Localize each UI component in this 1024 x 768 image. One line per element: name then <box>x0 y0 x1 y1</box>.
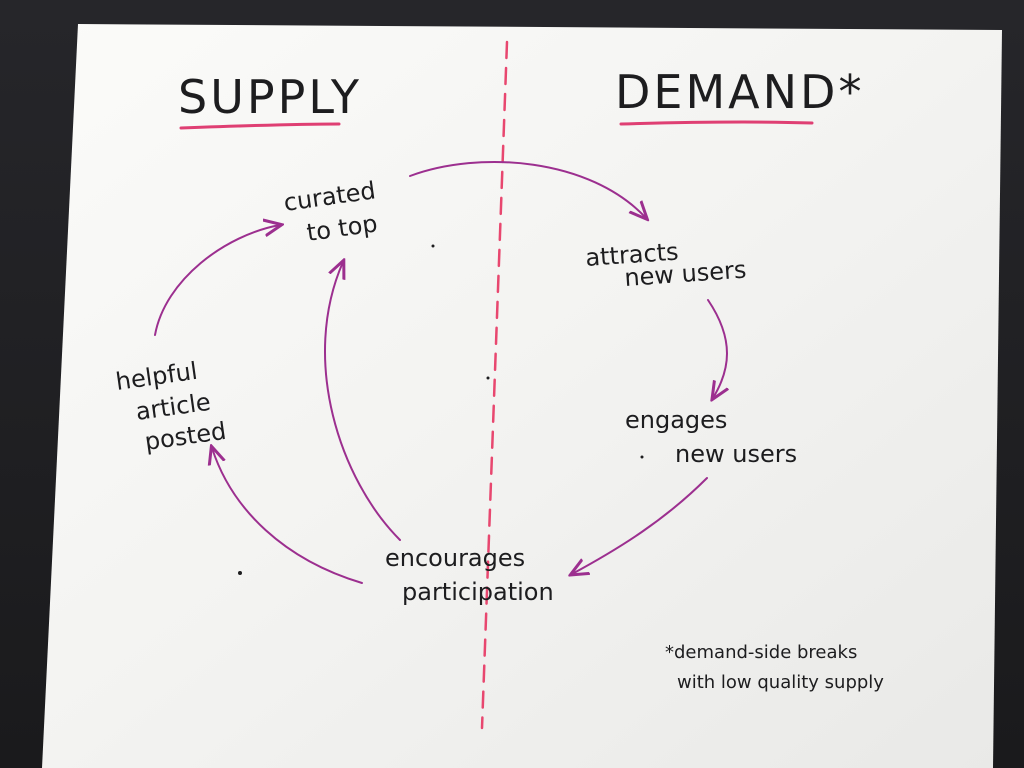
demand-underline <box>619 120 814 126</box>
pen-dot <box>238 571 242 575</box>
pen-dot <box>431 244 435 248</box>
node-helpful-article-posted: helpful article posted <box>114 357 228 456</box>
node-attracts-new-users: attracts new users <box>584 238 747 292</box>
arrow-encourages-to-helpful <box>212 448 363 584</box>
center-divider <box>480 40 509 730</box>
node-encourages-line2: participation <box>402 578 554 606</box>
node-engages-new-users: engages new users <box>625 406 797 468</box>
node-engages-line2: new users <box>675 440 797 468</box>
footnote-line1: *demand-side breaks <box>665 642 857 663</box>
pen-dot <box>486 376 490 380</box>
pen-dot <box>640 455 644 459</box>
footnote: *demand-side breaks with low quality sup… <box>665 642 884 693</box>
supply-underline <box>179 122 341 130</box>
footnote-line2: with low quality supply <box>677 672 884 693</box>
demand-heading: DEMAND* <box>615 65 864 119</box>
arrow-helpful-to-curated <box>154 225 280 336</box>
arrow-curated-to-attracts <box>409 160 646 218</box>
node-curated-to-top: curated to top <box>282 176 379 247</box>
node-attracts-line1: attracts <box>584 238 679 272</box>
arrow-engages-to-encourages <box>572 477 708 574</box>
arrow-attracts-to-engages <box>707 299 727 398</box>
arrow-encourages-to-curated <box>324 262 401 541</box>
node-encourages-participation: encourages participation <box>385 544 554 606</box>
node-engages-line1: engages <box>625 406 727 434</box>
supply-heading: SUPPLY <box>178 70 362 124</box>
node-encourages-line1: encourages <box>385 544 525 572</box>
node-curated-line2: to top <box>305 209 379 247</box>
